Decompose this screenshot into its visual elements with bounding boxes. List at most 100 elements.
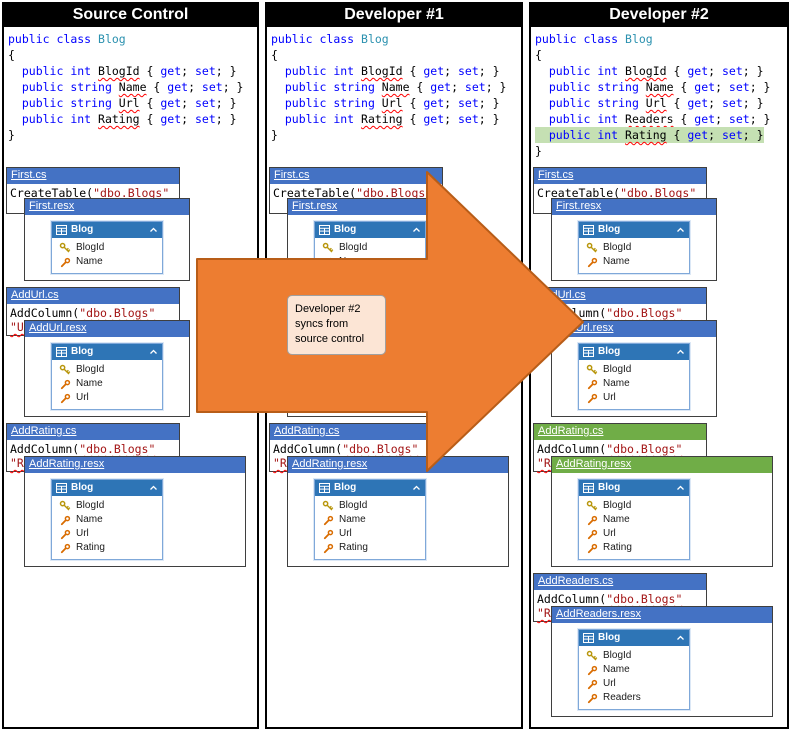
column-name: Name — [603, 378, 630, 389]
code-token: Name — [118, 80, 147, 94]
table-row: Url — [59, 391, 159, 405]
table-title-bar: Blog — [52, 222, 162, 238]
code-token: { — [146, 80, 168, 94]
file-name: AddRating.resx — [556, 458, 632, 470]
table-icon — [56, 483, 67, 493]
file-title-bar: First.resx — [25, 199, 189, 215]
table-row: Name — [322, 255, 422, 269]
code-token: ; } — [742, 96, 764, 110]
table-icon — [583, 225, 594, 235]
code-line-text: public class Blog — [535, 31, 653, 47]
code-token — [271, 96, 285, 110]
table-name: Blog — [598, 632, 621, 643]
code-line: public string Name { get; set; } — [271, 79, 519, 95]
code-token — [535, 112, 549, 126]
code-token: { — [271, 48, 278, 62]
code-line-text: { — [535, 47, 542, 63]
table-row: Name — [322, 513, 422, 527]
column-name: BlogId — [603, 650, 632, 661]
column-name: Rating — [339, 542, 368, 553]
table-row: Url — [586, 391, 686, 405]
code-token: set — [728, 112, 750, 126]
code-line: AddColumn("dbo.Blogs" — [10, 442, 176, 456]
code-token: set — [728, 80, 750, 94]
file-title-bar: First.cs — [270, 168, 442, 184]
code-token: set — [458, 64, 479, 78]
file-name: First.cs — [538, 169, 574, 181]
table-row: BlogId — [59, 363, 159, 377]
code-token: AddColumn( — [537, 592, 607, 606]
wrench-icon — [322, 543, 334, 554]
code-line-text: } — [8, 127, 15, 143]
chevron-up-icon — [676, 227, 685, 233]
code-line: AddColumn("dbo.Blogs" — [10, 306, 176, 320]
code-line: public class Blog — [8, 31, 255, 47]
code-token: CreateTable( — [10, 186, 94, 200]
key-icon — [586, 242, 598, 254]
code-token: int — [333, 64, 362, 78]
code-line: AddColumn("dbo.Blogs" — [537, 592, 703, 606]
code-token: "dbo.Blogs" — [342, 442, 419, 456]
code-line: } — [271, 127, 519, 143]
code-token: } — [271, 128, 278, 142]
column-name: Name — [76, 256, 103, 267]
table-name: Blog — [334, 224, 357, 235]
code-token: } — [8, 128, 15, 142]
migration-code: AddColumn("dbo.Blogs""U — [7, 304, 179, 335]
code-token: public — [535, 32, 584, 46]
code-line-text: } — [271, 127, 278, 143]
code-token: { — [666, 128, 688, 142]
code-line-text: } — [535, 143, 542, 159]
code-token: BlogId — [361, 64, 403, 78]
file-name: AddUrl.cs — [11, 289, 59, 301]
key-icon — [322, 364, 334, 376]
table-row: BlogId — [586, 649, 686, 663]
key-icon — [322, 242, 334, 254]
wrench-icon — [586, 543, 598, 554]
code-line-text: public int Rating { get; set; } — [535, 127, 764, 143]
code-token: ; — [444, 96, 458, 110]
code-token: Name — [645, 80, 674, 94]
code-token: string — [70, 80, 119, 94]
file-name: AddRating.resx — [29, 458, 105, 470]
code-token: string — [333, 80, 382, 94]
table-row: Name — [59, 513, 159, 527]
code-token: "dbo.Blogs" — [79, 306, 156, 320]
code-line: "R — [10, 456, 176, 470]
column-name: Url — [76, 528, 89, 539]
migration-code: AddColumn("dbo.Blogs""R — [534, 590, 706, 621]
code-line-text: { — [271, 47, 278, 63]
code-line: CreateTable("dbo.Blogs" — [10, 186, 176, 200]
code-token: ; — [188, 80, 202, 94]
code-token: class — [56, 32, 99, 46]
code-token: "U — [537, 320, 551, 334]
wrench-icon — [322, 393, 334, 404]
chevron-up-icon — [676, 635, 685, 641]
table-row: BlogId — [59, 241, 159, 255]
code-token: set — [201, 80, 223, 94]
column-name: Url — [603, 392, 616, 403]
code-token — [535, 64, 549, 78]
file-title-bar: AddReaders.cs — [534, 574, 706, 590]
table-row: BlogId — [586, 499, 686, 513]
code-token: AddColumn( — [10, 306, 80, 320]
code-line: public int Rating { get; set; } — [535, 127, 785, 143]
code-line: public string Name { get; set; } — [8, 79, 255, 95]
code-line-text: public string Name { get; set; } — [8, 79, 244, 95]
column-name: BlogId — [76, 242, 105, 253]
code-token: class — [583, 32, 626, 46]
code-token: public — [284, 112, 334, 126]
file-title-bar: First.cs — [534, 168, 706, 184]
wrench-icon — [59, 393, 71, 404]
code-line: public int BlogId { get; set; } — [535, 63, 785, 79]
